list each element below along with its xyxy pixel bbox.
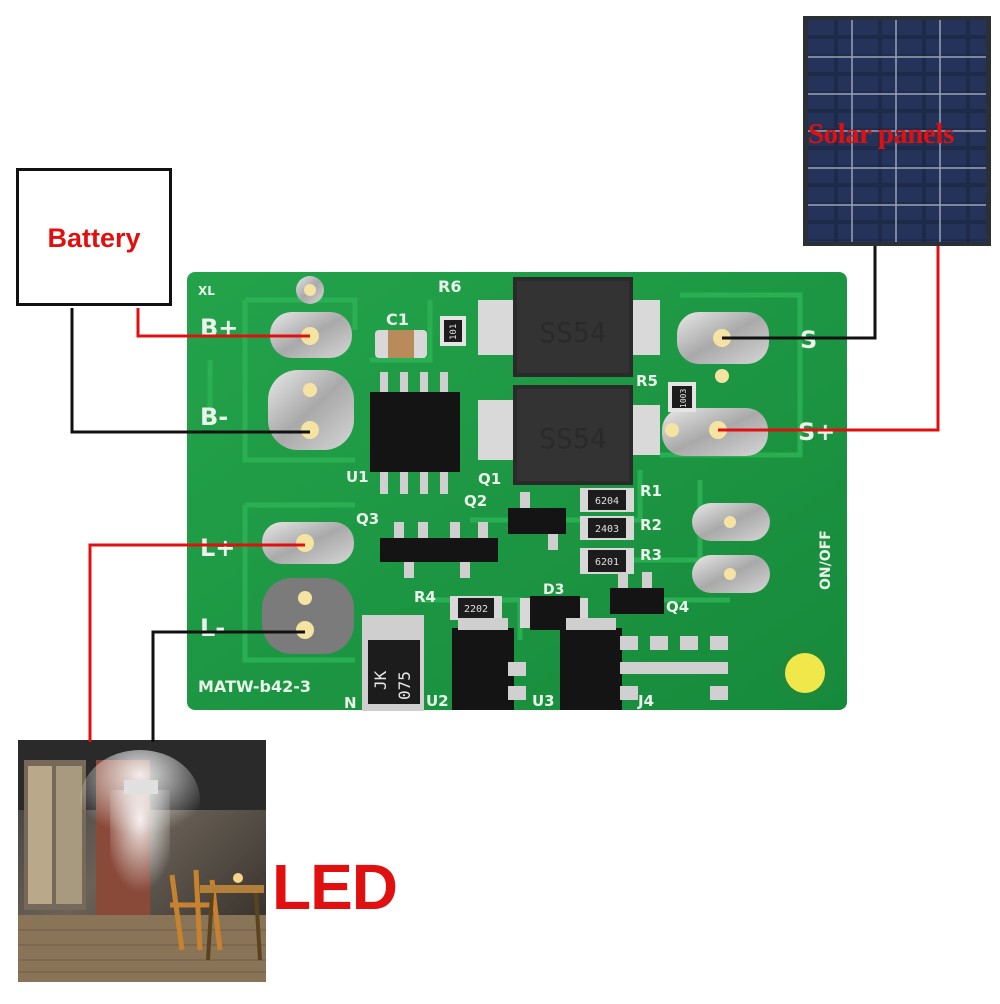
silk-u2: U2 <box>426 692 449 710</box>
silk-r6: R6 <box>438 277 461 296</box>
inductor-marking-1: JK <box>371 670 390 690</box>
silk-s-plus: S+ <box>798 418 835 446</box>
inductor <box>362 615 424 711</box>
res-r4-marking: 2202 <box>464 604 488 615</box>
res-r2-marking: 2403 <box>595 524 619 535</box>
silk-u1: U1 <box>346 468 369 486</box>
inductor-marking-2: 075 <box>395 671 414 700</box>
led-label: LED <box>272 851 398 923</box>
diode-d2 <box>478 385 660 485</box>
silk-b-plus: B+ <box>200 314 238 342</box>
diode2-marking: SS54 <box>539 422 606 455</box>
chip-u1 <box>370 372 460 494</box>
battery-box: Battery <box>16 168 172 306</box>
silk-c1: C1 <box>386 310 409 329</box>
switch-pads <box>692 503 770 593</box>
silk-d3: D3 <box>543 582 564 598</box>
diode1-marking: SS54 <box>539 316 606 349</box>
pcb-board: XL R6 C1 B+ B- S S+ L+ L- U1 Q1 Q2 Q3 Q4… <box>187 272 847 712</box>
silk-q3: Q3 <box>356 510 379 528</box>
silk-q4: Q4 <box>666 598 689 616</box>
silk-n: N <box>344 694 357 712</box>
silk-r1: R1 <box>640 482 662 500</box>
silk-xl: XL <box>198 284 215 298</box>
solar-negative-wire <box>722 246 877 340</box>
led-negative-wire <box>151 630 305 742</box>
res-r5-marking: 1003 <box>679 389 688 408</box>
battery-pads <box>268 312 354 450</box>
battery-label: Battery <box>47 223 141 253</box>
led-positive-wire <box>88 543 305 742</box>
silk-model: MATW-b42-3 <box>198 677 311 696</box>
silk-u3: U3 <box>532 692 555 710</box>
battery-negative-wire <box>70 308 310 434</box>
silk-r3: R3 <box>640 546 662 564</box>
wires <box>70 246 940 742</box>
solar-positive-wire <box>718 246 940 432</box>
solar-panel <box>803 16 991 246</box>
silk-j4: J4 <box>637 692 654 710</box>
led-photo <box>18 740 266 982</box>
silk-q1: Q1 <box>478 470 501 488</box>
res-r1-marking: 6204 <box>595 496 619 507</box>
silk-r5: R5 <box>636 372 658 390</box>
res-r3-marking: 6201 <box>595 557 619 568</box>
silk-on-off: ON/OFF <box>818 530 834 590</box>
res-top-marking: 101 <box>449 324 459 340</box>
silk-l-plus: L+ <box>200 534 235 562</box>
silk-s-top: S <box>800 326 817 354</box>
silk-b-minus: B- <box>200 403 228 431</box>
solar-panels-label: Solar panels <box>808 118 954 150</box>
silk-q2: Q2 <box>464 492 487 510</box>
battery-positive-wire <box>136 308 310 338</box>
diode-d1 <box>478 277 660 377</box>
silk-l-minus: L- <box>200 614 225 642</box>
silk-r2: R2 <box>640 516 662 534</box>
led-pads <box>262 522 354 654</box>
silk-r4: R4 <box>414 588 436 606</box>
